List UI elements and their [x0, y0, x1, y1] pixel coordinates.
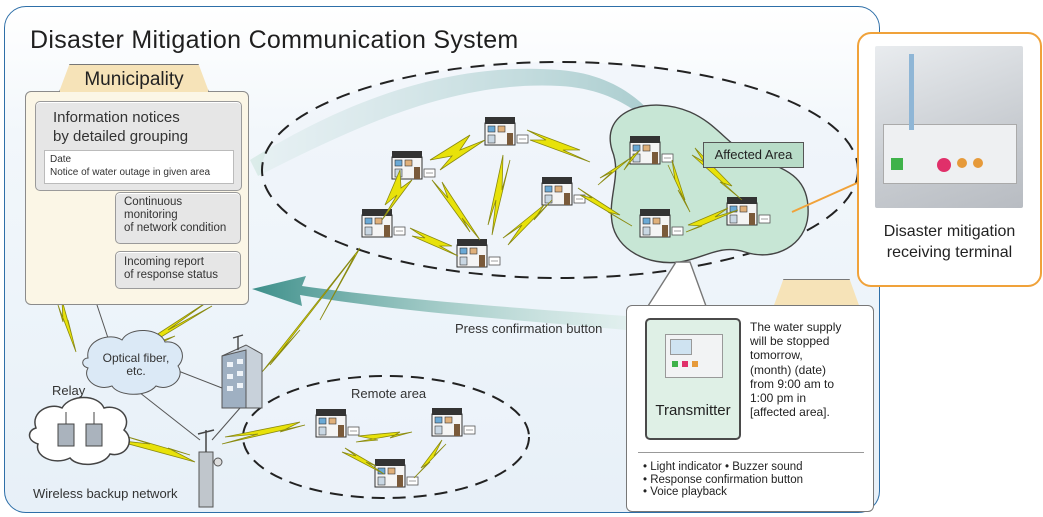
- monitoring-line2: monitoring: [124, 209, 178, 221]
- message-line: from 9:00 am to: [750, 376, 835, 391]
- receiving-terminal-callout: Disaster mitigation receiving terminal: [857, 32, 1042, 287]
- status-light-icon: [891, 158, 903, 170]
- transmitter-divider: [638, 452, 864, 453]
- relay-label: Relay: [52, 383, 86, 398]
- optical-fiber-line1: Optical fiber,: [102, 351, 170, 365]
- incoming-report-box: Incoming report of response status: [115, 251, 241, 289]
- remote-area-label: Remote area: [351, 386, 427, 401]
- transmitter-features: • Light indicator • Buzzer sound • Respo…: [643, 461, 803, 499]
- optical-fiber-line2: etc.: [126, 364, 146, 378]
- terminal-caption: Disaster mitigation receiving terminal: [859, 221, 1040, 263]
- info-title-line2: by detailed grouping: [53, 128, 189, 145]
- relay-tower: [197, 429, 223, 508]
- response-arrow: [252, 276, 626, 330]
- wireless-backup-label: Wireless backup network: [33, 486, 178, 501]
- feature-item: • Response confirmation button: [643, 473, 804, 486]
- relay-building: [221, 334, 263, 409]
- backup-stations: [57, 412, 103, 447]
- terminal-caption-line1: Disaster mitigation: [883, 223, 1016, 240]
- transmitter-message: The water supply will be stopped tomorro…: [750, 320, 866, 419]
- municipality-tab: Municipality: [59, 64, 209, 92]
- message-line: will be stopped: [750, 334, 830, 349]
- transmitter-device-icon: [665, 334, 723, 378]
- terminal-device-body: [883, 124, 1017, 184]
- optical-fiber-label: Optical fiber, etc.: [96, 352, 176, 378]
- indicator-light-icon: [957, 158, 967, 168]
- terminal-antenna: [909, 54, 914, 130]
- notice-date: Date: [50, 154, 72, 165]
- info-title-line1: Information notices: [53, 109, 180, 126]
- page-title: Disaster Mitigation Communication System: [30, 26, 519, 54]
- transmitter-label: Transmitter: [655, 402, 731, 419]
- message-line: The water supply: [750, 320, 842, 334]
- info-notices-box: Information notices by detailed grouping…: [35, 101, 242, 191]
- transmitter-box: Transmitter: [645, 318, 741, 440]
- wireless-links: [57, 129, 743, 479]
- receiving-terminal-photo: [875, 46, 1023, 208]
- info-notices-title: Information notices by detailed grouping: [53, 108, 188, 146]
- message-line: (month) (date): [750, 362, 827, 377]
- message-line: [affected area].: [750, 405, 830, 420]
- affected-area-label: Affected Area: [703, 142, 804, 168]
- feature-item: • Voice playback: [643, 486, 727, 498]
- terminal-caption-line2: receiving terminal: [886, 244, 1013, 261]
- confirm-button-icon: [937, 158, 951, 172]
- monitoring-line3: of network condition: [124, 222, 227, 234]
- monitoring-line1: Continuous: [124, 196, 183, 208]
- message-line: tomorrow,: [750, 348, 803, 363]
- wireless-backup-cloud: [28, 396, 130, 466]
- transmitter-tab: [773, 279, 860, 308]
- message-line: 1:00 pm in: [750, 391, 807, 406]
- press-confirmation-label: Press confirmation button: [455, 321, 603, 336]
- feature-item: • Light indicator • Buzzer sound: [643, 461, 803, 473]
- incoming-line2: of response status: [124, 269, 218, 281]
- incoming-line1: Incoming report: [124, 256, 204, 268]
- notice-text: Notice of water outage in given area: [50, 167, 211, 178]
- optical-fiber-cloud: [82, 330, 183, 395]
- monitoring-box: Continuous monitoring of network conditi…: [115, 192, 241, 244]
- terminal-leader-line: [791, 182, 858, 213]
- indicator-light-icon: [973, 158, 983, 168]
- notice-preview: Date Notice of water outage in given are…: [44, 150, 234, 184]
